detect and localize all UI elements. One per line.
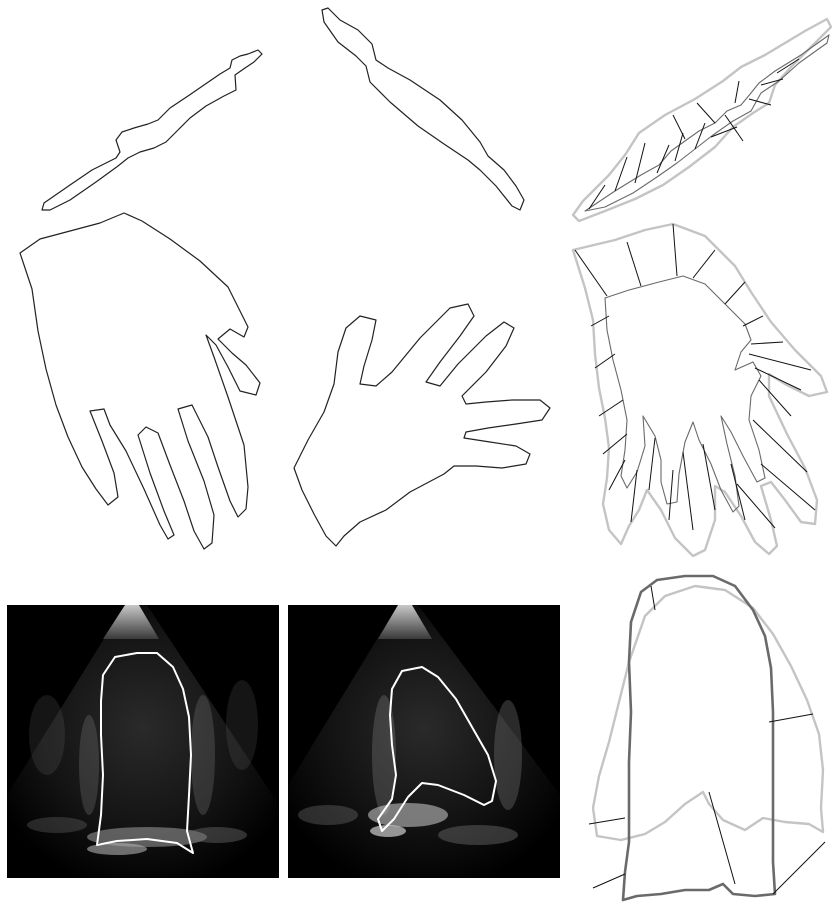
hand-correspondence xyxy=(565,220,833,560)
bone-outline-2-panel xyxy=(310,0,540,215)
hand-outline-2 xyxy=(290,300,555,550)
hand-reference-contour xyxy=(605,276,765,512)
hand-outline-1-panel xyxy=(10,205,270,555)
ultrasound-frame-2 xyxy=(288,605,560,878)
bone-correspondence-panel xyxy=(565,15,833,225)
bone-outline-1 xyxy=(30,40,275,220)
ventricle-reference-contour xyxy=(623,576,775,900)
bone-matched-contour xyxy=(573,19,831,221)
hand-outline-1 xyxy=(10,205,270,555)
ventricle-matched-contour xyxy=(593,586,823,840)
hand-outline-2-panel xyxy=(290,300,555,550)
ultrasound-frame-2-panel xyxy=(288,605,560,878)
hand-correspondence-lines xyxy=(575,224,815,530)
hand-correspondence-panel xyxy=(565,220,833,560)
ultrasound-frame-1 xyxy=(7,605,279,878)
bone-reference-contour xyxy=(585,35,829,211)
bone-outline-1-panel xyxy=(30,40,275,220)
hand-matched-contour xyxy=(573,224,827,556)
ventricle-correspondence-lines xyxy=(589,586,825,894)
ventricle-correspondence-panel xyxy=(585,572,833,902)
bone-outline-2 xyxy=(310,0,540,215)
bone-correspondence xyxy=(565,15,833,225)
ventricle-correspondence xyxy=(585,572,833,902)
ultrasound-frame-1-panel xyxy=(7,605,279,878)
